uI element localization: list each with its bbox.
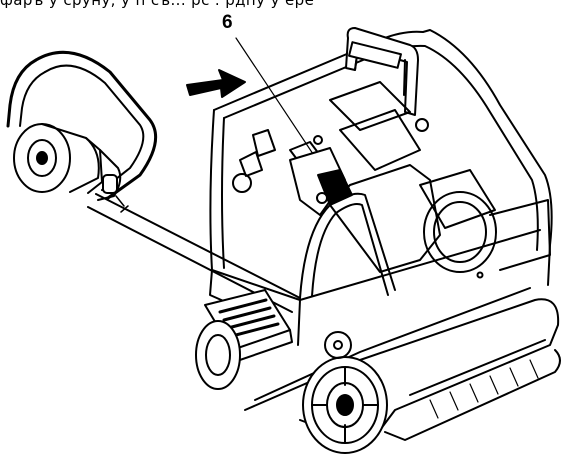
direction-arrow-icon: [186, 69, 246, 98]
callout-leader-line: [235, 37, 326, 173]
handle-icon: [34, 50, 158, 200]
handle-grip: [13, 123, 122, 201]
engine-block: [329, 164, 551, 279]
base-plate: [244, 287, 561, 441]
rear-wheel: [195, 320, 241, 390]
callout-number: 6: [222, 12, 233, 33]
lifting-bracket: [345, 27, 419, 116]
vent-cover: [324, 331, 352, 359]
throttle-lever: [289, 147, 353, 216]
cropped-header-text: фаръ у сруну, у п съ... рс . рдпу у ере: [0, 0, 315, 9]
wheel-icon: [302, 356, 388, 454]
